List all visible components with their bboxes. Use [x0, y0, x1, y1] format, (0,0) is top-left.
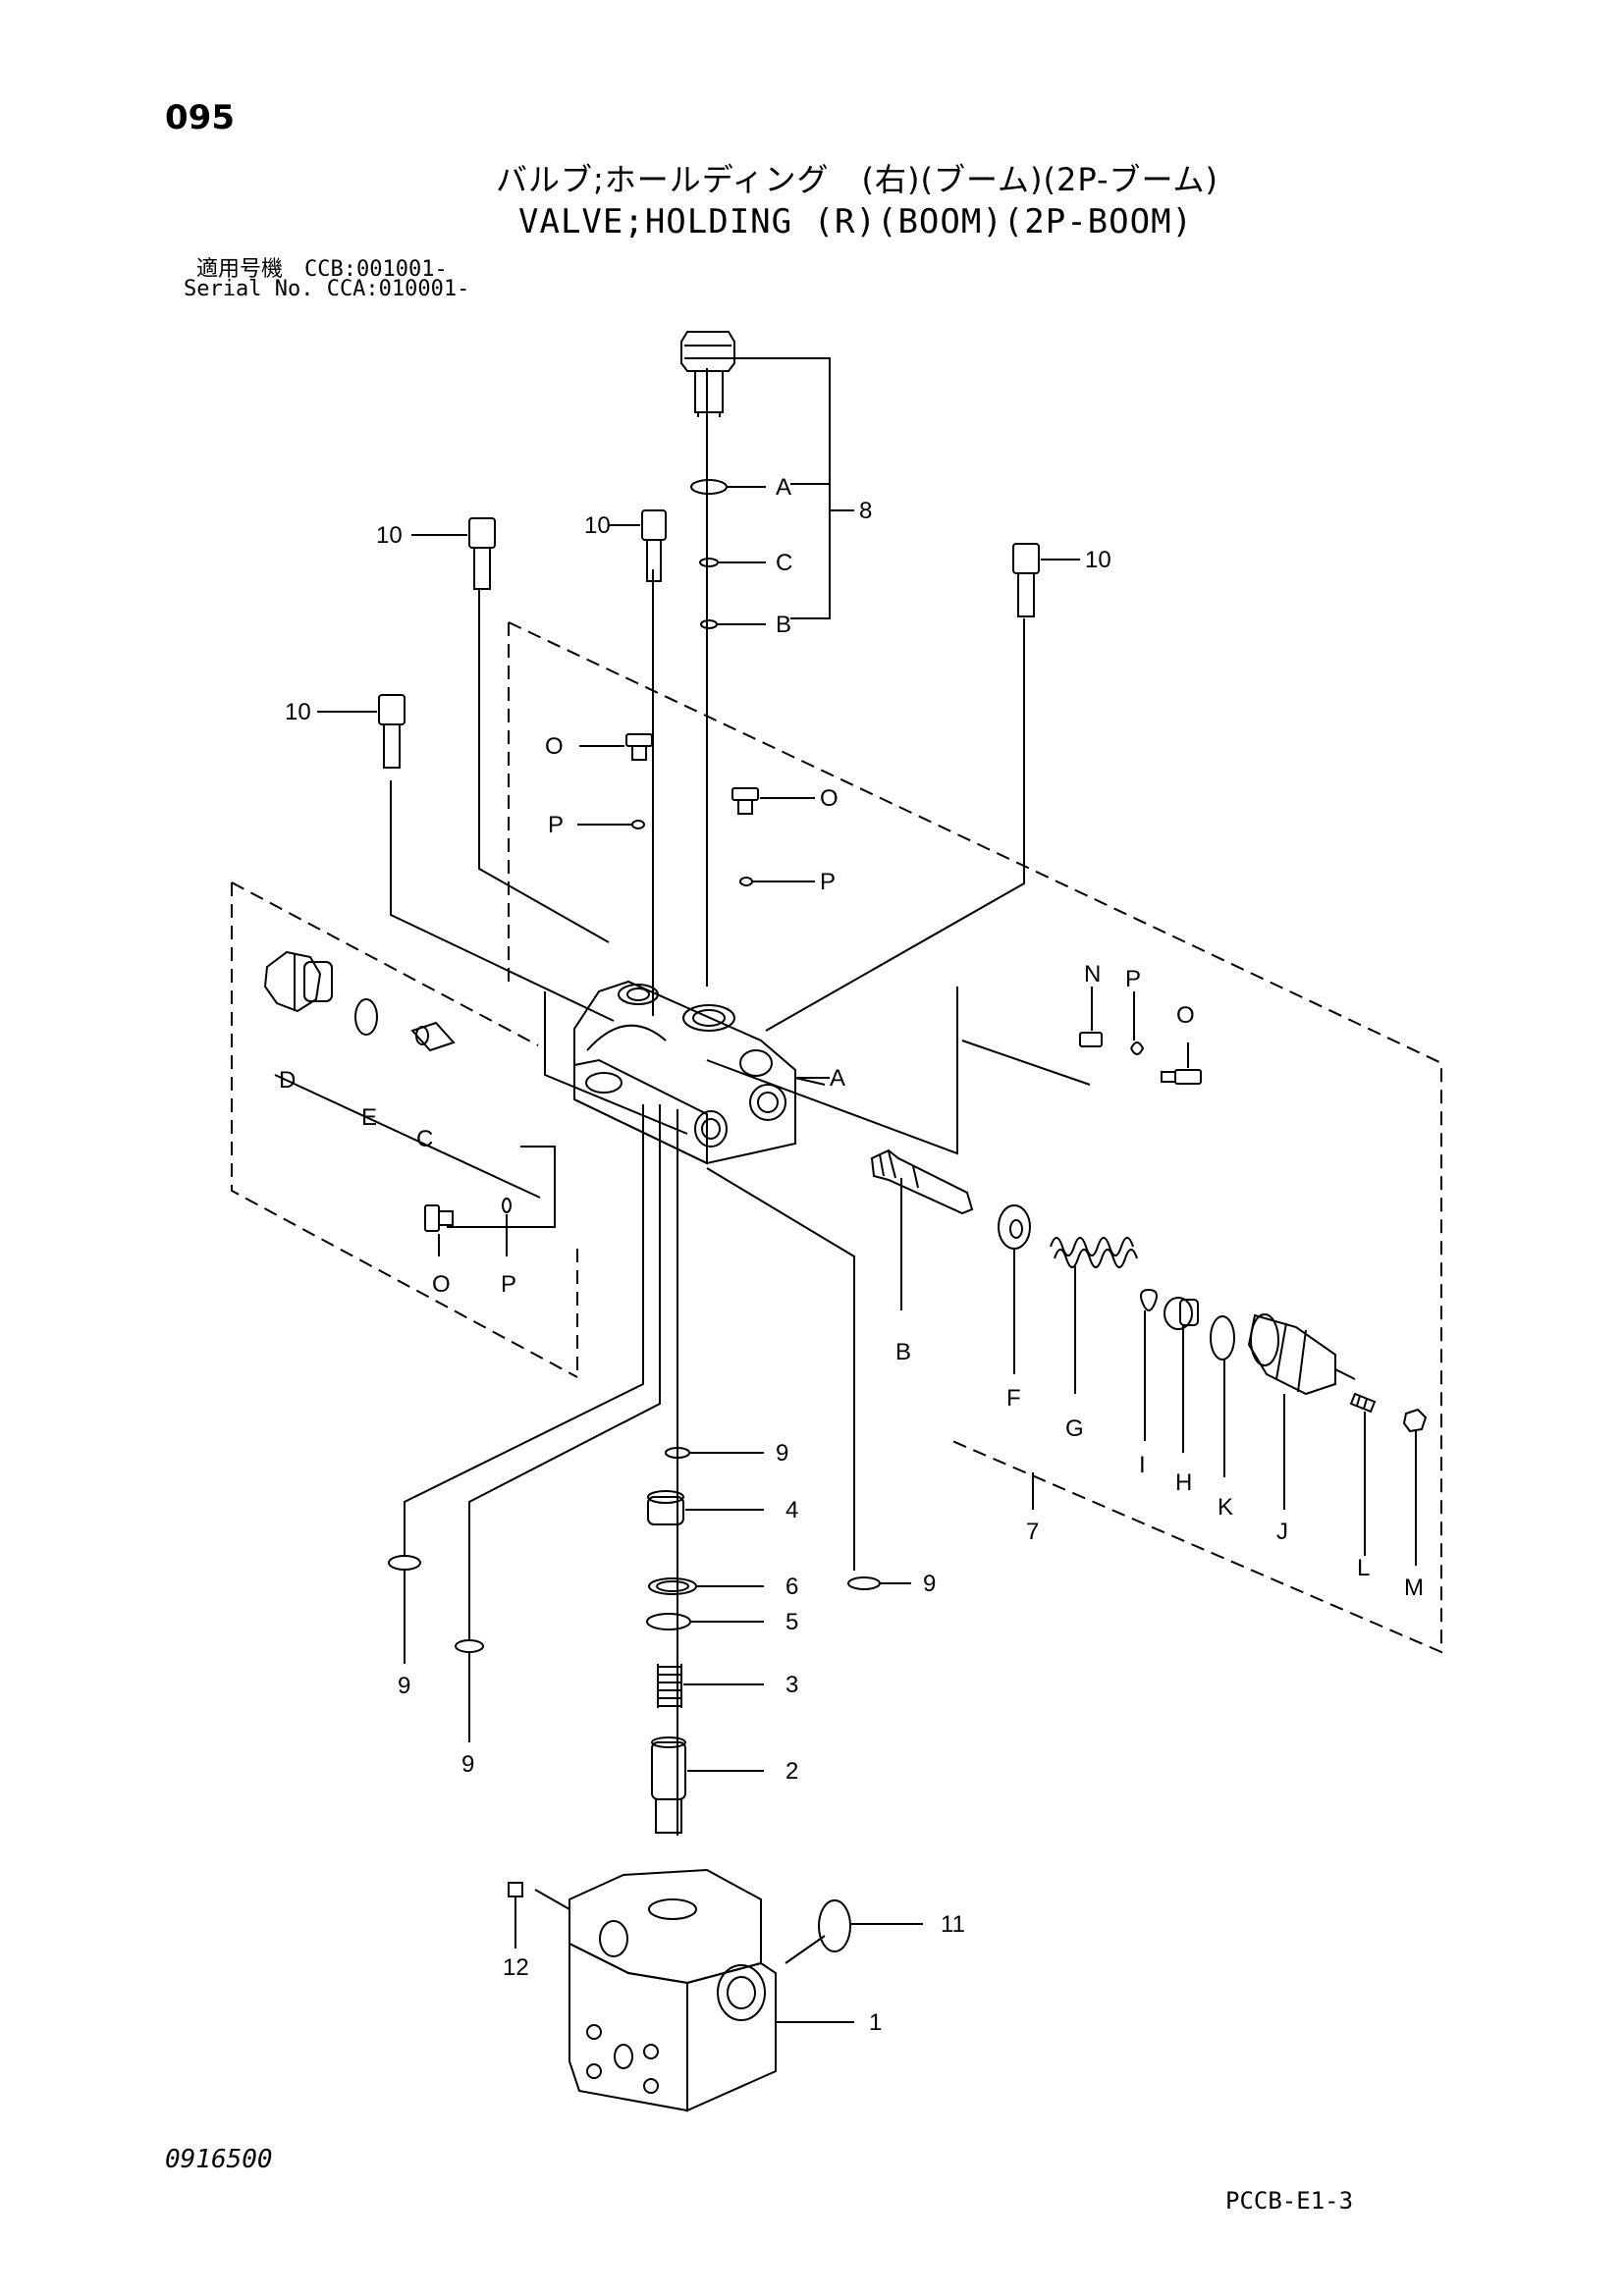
callout-label-n5: 5 — [785, 1609, 798, 1635]
piston-h — [1164, 1297, 1199, 1330]
lower-cartridge-stack — [646, 1447, 764, 1834]
callout-label-g: G — [1065, 1415, 1084, 1442]
cartridge-8 — [680, 331, 735, 417]
callout-label-n2: 2 — [785, 1758, 798, 1785]
plug-o-2 — [731, 787, 815, 886]
plug-o-3 — [1161, 1042, 1202, 1085]
title-japanese: バルブ;ホールディング (右)(ブーム)(2P-ブーム) — [496, 161, 1219, 198]
ring-i — [1140, 1288, 1158, 1311]
callout-label-j: J — [1276, 1519, 1288, 1545]
o-ring-9-mid — [455, 1639, 484, 1653]
callout-label-k: K — [1218, 1494, 1233, 1521]
page-code: PCCB-E1-3 — [1225, 2187, 1354, 2215]
title-english: VALVE;HOLDING (R)(BOOM)(2P-BOOM) — [518, 202, 1194, 241]
o-ring-e — [354, 998, 378, 1036]
spacer-c — [410, 1021, 456, 1052]
callout-label-p1: P — [548, 812, 564, 838]
callout-label-n1: 1 — [869, 2009, 882, 2036]
o-ring-9-right — [847, 1576, 881, 1590]
leader-lines — [274, 368, 1091, 1836]
plug-o-4 — [424, 1198, 512, 1256]
o-ring-9-left — [388, 1555, 421, 1571]
bolt-10-b — [609, 509, 667, 582]
plug-d — [263, 950, 333, 1013]
screw-l — [1349, 1392, 1377, 1414]
nut-m — [1402, 1408, 1428, 1433]
washer-f — [998, 1204, 1031, 1250]
dashed-frame-main — [231, 621, 1442, 1654]
callout-label-p3: P — [1125, 966, 1141, 992]
callout-label-l: L — [1357, 1555, 1370, 1581]
callout-label-n4: 4 — [785, 1497, 798, 1523]
o-ring-c — [699, 558, 719, 567]
callout-label-n7: 7 — [1026, 1519, 1039, 1545]
leaders-right — [795, 1077, 1417, 1566]
callout-label-t10c: 10 — [1085, 547, 1111, 573]
callout-label-n9a: 9 — [776, 1440, 788, 1467]
bracket-8 — [731, 357, 854, 619]
callout-label-p4: P — [501, 1271, 516, 1298]
callout-label-o1: O — [545, 733, 564, 760]
page-number: 095 — [165, 98, 235, 137]
callout-label-n9d: 9 — [461, 1751, 474, 1778]
callout-label-d: D — [279, 1067, 296, 1094]
callout-label-c2: C — [416, 1126, 433, 1152]
spool-b — [870, 1148, 974, 1215]
housing-1 — [568, 1868, 854, 2112]
o-ring-k — [1210, 1315, 1235, 1361]
applicable-models-line: 適用号機 CCB:001001- — [196, 257, 448, 282]
callout-label-n: N — [1084, 961, 1101, 988]
callout-label-p2: P — [820, 869, 836, 895]
set-screw-n — [1079, 987, 1145, 1055]
figure-number: 0916500 — [165, 2145, 273, 2174]
serial-number-line: Serial No. CCA:010001- — [184, 277, 470, 301]
callout-label-b1: B — [776, 612, 791, 638]
callout-label-n9b: 9 — [923, 1571, 936, 1597]
callout-label-b2: B — [895, 1339, 911, 1365]
plug-12 — [508, 1882, 570, 1949]
o-ring-a — [690, 479, 728, 495]
callout-label-e: E — [361, 1104, 377, 1131]
callout-label-n12: 12 — [503, 1954, 529, 1981]
callout-label-t10a: 10 — [376, 522, 403, 549]
callout-label-n9c: 9 — [398, 1673, 410, 1699]
callout-label-o4: O — [432, 1271, 451, 1298]
callout-label-t10b: 10 — [584, 512, 611, 539]
o-ring-b — [700, 619, 718, 629]
callout-label-h: H — [1175, 1469, 1192, 1496]
callout-label-n8: 8 — [859, 498, 872, 524]
spring-g — [1050, 1237, 1138, 1268]
bolt-10-c — [1012, 543, 1080, 617]
plug-j — [1247, 1313, 1356, 1396]
valve-body-upper — [573, 980, 826, 1165]
callout-label-n6: 6 — [785, 1574, 798, 1600]
callout-label-a1: A — [776, 474, 791, 501]
callout-label-i: I — [1139, 1452, 1146, 1478]
bolt-10-a — [411, 517, 496, 590]
callout-label-o2: O — [820, 785, 839, 812]
plug-o-1 — [577, 733, 653, 829]
bolt-10-d — [317, 694, 406, 769]
callout-label-c1: C — [776, 550, 792, 576]
callout-label-a2: A — [830, 1065, 845, 1092]
callout-label-o3: O — [1176, 1002, 1195, 1029]
callout-label-n11: 11 — [941, 1911, 965, 1938]
callout-label-m: M — [1404, 1575, 1424, 1601]
callout-label-t10d: 10 — [285, 699, 311, 725]
o-ring-11 — [818, 1899, 851, 1952]
callout-label-n3: 3 — [785, 1672, 798, 1698]
callout-label-f: F — [1006, 1385, 1021, 1412]
